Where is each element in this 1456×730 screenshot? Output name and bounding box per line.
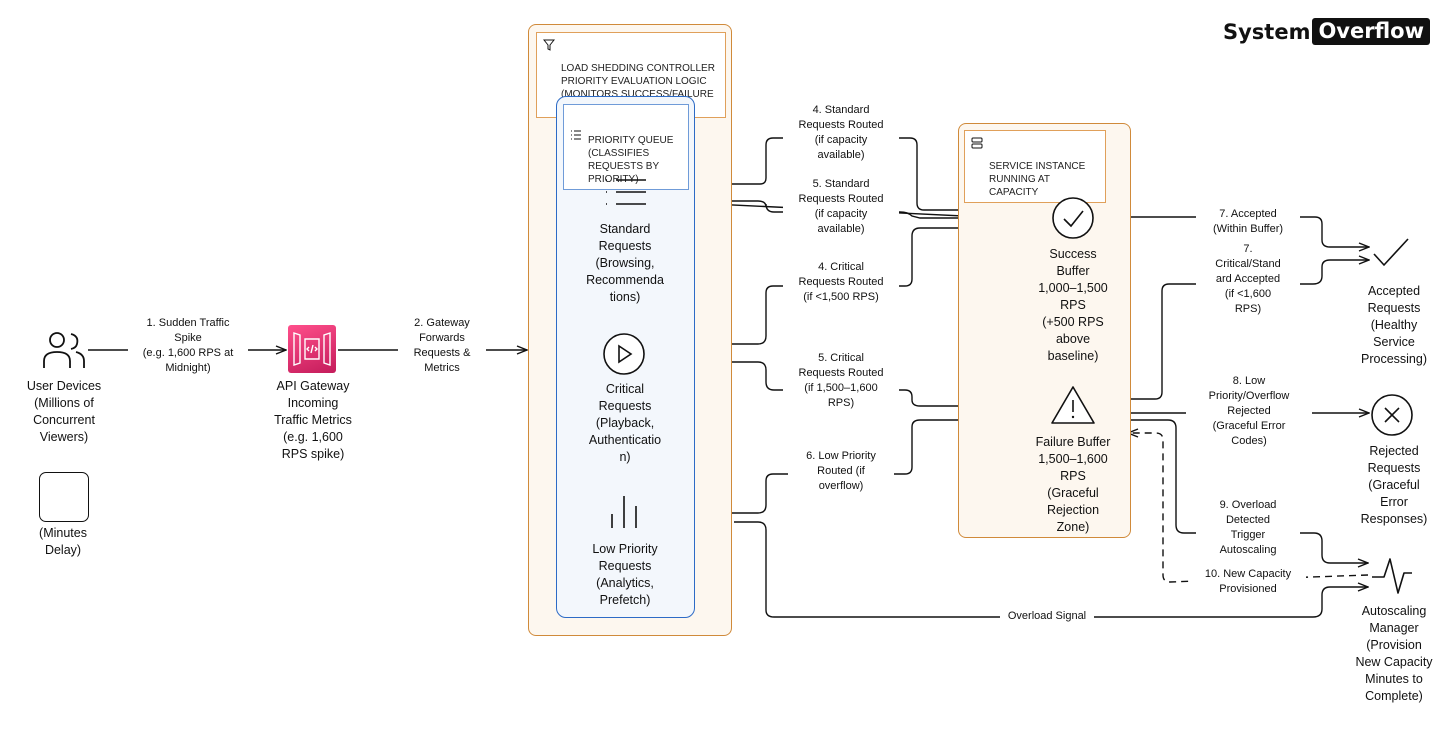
node-rejected-requests: Rejected Requests (Graceful Error Respon… <box>1360 444 1428 526</box>
brand-part1: System <box>1222 19 1311 44</box>
label-edge-4-critical: 4. Critical Requests Routed (if <1,500 R… <box>783 260 899 305</box>
brand-logo: System Overflow <box>1223 18 1430 45</box>
play-icon <box>603 333 645 375</box>
label-overload-signal: Overload Signal <box>1000 609 1094 624</box>
node-standard-requests: Standard Requests (Browsing, Recommenda … <box>586 222 664 304</box>
label-edge-5-standard: 5. Standard Requests Routed (if capacity… <box>783 177 899 237</box>
label-edge-7-accepted: 7. Accepted (Within Buffer) <box>1196 207 1300 237</box>
check-circle-icon <box>1052 197 1094 239</box>
api-gateway-icon <box>288 325 336 373</box>
label-edge-9: 9. Overload Detected Trigger Autoscaling <box>1196 498 1300 558</box>
edge-success-accepted <box>1099 216 1369 247</box>
queue-header: PRIORITY QUEUE (CLASSIFIES REQUESTS BY P… <box>563 104 689 190</box>
users-icon <box>43 332 85 368</box>
label-edge-6: 6. Low Priority Routed (if overflow) <box>788 449 894 494</box>
filter-icon <box>543 39 555 51</box>
node-autoscaling-manager: Autoscaling Manager (Provision New Capac… <box>1355 604 1433 703</box>
pulse-icon <box>1372 558 1412 594</box>
service-header-text: SERVICE INSTANCE RUNNING AT CAPACITY <box>989 161 1086 198</box>
edge-autoscale-failure-dashed <box>1128 433 1369 583</box>
bar-chart-icon <box>611 496 637 528</box>
node-success-buffer: Success Buffer 1,000–1,500 RPS (+500 RPS… <box>1038 247 1108 363</box>
server-icon <box>971 137 983 149</box>
reject-icon <box>1371 394 1413 436</box>
node-minutes-delay: (Minutes Delay) <box>39 526 87 557</box>
warning-icon <box>1051 386 1095 424</box>
label-edge-1: 1. Sudden Traffic Spike (e.g. 1,600 RPS … <box>128 316 248 376</box>
service-header: SERVICE INSTANCE RUNNING AT CAPACITY <box>964 130 1106 203</box>
label-edge-5-critical: 5. Critical Requests Routed (if 1,500–1,… <box>783 351 899 411</box>
label-edge-2: 2. Gateway Forwards Requests & Metrics <box>398 316 486 376</box>
checkmark-icon <box>1373 238 1409 267</box>
label-edge-8: 8. Low Priority/Overflow Rejected (Grace… <box>1186 374 1312 449</box>
node-user-devices: User Devices (Millions of Concurrent Vie… <box>26 379 102 444</box>
list-icon <box>571 130 581 140</box>
label-edge-4-standard: 4. Standard Requests Routed (if capacity… <box>783 103 899 163</box>
label-edge-7-critical: 7. Critical/Stand ard Accepted (if <1,60… <box>1196 242 1300 317</box>
node-failure-buffer: Failure Buffer 1,500–1,600 RPS (Graceful… <box>1035 435 1111 534</box>
node-api-gateway: API Gateway Incoming Traffic Metrics (e.… <box>274 379 352 461</box>
node-critical-requests: Critical Requests (Playback, Authenticat… <box>588 382 662 464</box>
standard-list-icon <box>606 179 646 205</box>
node-accepted-requests: Accepted Requests (Healthy Service Proce… <box>1361 284 1427 366</box>
node-low-priority-requests: Low Priority Requests (Analytics, Prefet… <box>592 542 658 607</box>
delay-square <box>39 472 89 522</box>
queue-header-text: PRIORITY QUEUE (CLASSIFIES REQUESTS BY P… <box>588 135 674 185</box>
brand-part2: Overflow <box>1312 18 1430 45</box>
label-edge-10: 10. New Capacity Provisioned <box>1190 567 1306 597</box>
